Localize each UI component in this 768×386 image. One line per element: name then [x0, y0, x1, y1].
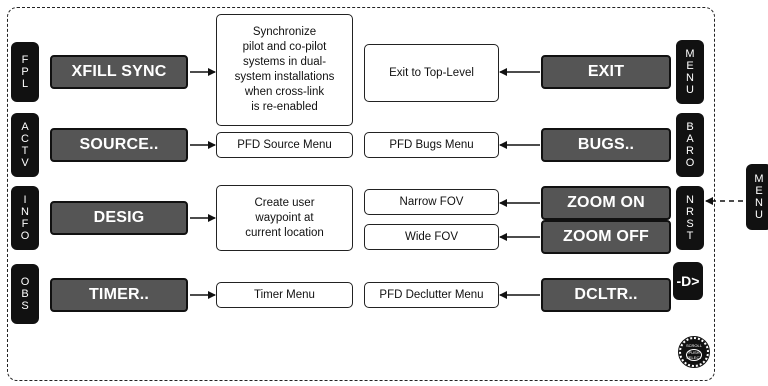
bezel-key-char: B	[686, 121, 694, 133]
description-dcltr: PFD Declutter Menu	[364, 282, 499, 308]
softkey-exit[interactable]: EXIT	[541, 55, 671, 89]
bezel-key-char: T	[686, 230, 694, 242]
softkey-label: DESIG	[93, 209, 145, 226]
bezel-key-char: R	[686, 206, 694, 218]
bezel-key-fpl[interactable]: F P L	[11, 42, 39, 102]
softkey-source[interactable]: SOURCE..	[50, 128, 188, 162]
bezel-key-char: S	[21, 300, 29, 312]
bezel-key-char: F	[21, 218, 29, 230]
softkey-bugs[interactable]: BUGS..	[541, 128, 671, 162]
bezel-key-char: F	[21, 54, 29, 66]
bezel-key-char: A	[686, 133, 694, 145]
description-bugs: PFD Bugs Menu	[364, 132, 499, 158]
softkey-label: ZOOM OFF	[562, 228, 650, 245]
bezel-key-baro[interactable]: B A R O	[676, 113, 704, 177]
softkey-label: ZOOM ON	[567, 194, 645, 211]
bezel-key-char: T	[21, 145, 29, 157]
knob-scroll-label: SCROLL	[685, 343, 702, 348]
external-menu-key[interactable]: M E N U	[746, 164, 768, 230]
description-source: PFD Source Menu	[216, 132, 353, 158]
description-xfill-sync: Synchronize pilot and co-pilot systems i…	[216, 14, 353, 126]
bezel-key-char: N	[21, 206, 29, 218]
bezel-key-char: E	[686, 60, 694, 72]
bezel-key-char: O	[20, 230, 30, 242]
softkey-label: XFILL SYNC	[71, 63, 167, 80]
bezel-key-char: P	[21, 66, 29, 78]
description-timer: Timer Menu	[216, 282, 353, 308]
softkey-label: BUGS..	[577, 136, 635, 153]
display-frame	[7, 7, 715, 381]
bezel-key-char: L	[21, 78, 29, 90]
description-desig: Create user waypoint at current location	[216, 185, 353, 251]
bezel-key-char: O	[685, 157, 695, 169]
softkey-desig[interactable]: DESIG	[50, 201, 188, 235]
softkey-zoom-on[interactable]: ZOOM ON	[541, 186, 671, 220]
direct-to-label: -D>	[676, 273, 700, 289]
bezel-key-char: O	[20, 276, 30, 288]
bezel-key-char: I	[23, 194, 27, 206]
bezel-key-char: U	[686, 84, 694, 96]
softkey-label: DCLTR..	[574, 286, 638, 303]
softkey-label: EXIT	[587, 63, 625, 80]
softkey-timer[interactable]: TIMER..	[50, 278, 188, 312]
bezel-key-char: N	[755, 197, 763, 209]
bezel-key-char: U	[755, 209, 763, 221]
bezel-key-char: V	[21, 157, 29, 169]
bezel-key-char: N	[686, 194, 694, 206]
description-zoom-off: Wide FOV	[364, 224, 499, 250]
bezel-key-char: E	[755, 185, 763, 197]
bezel-key-char: A	[21, 121, 29, 133]
bezel-key-char: B	[21, 288, 29, 300]
scroll-knob[interactable]: SCROLL PUSH SELECT	[678, 336, 710, 368]
softkey-zoom-off[interactable]: ZOOM OFF	[541, 220, 671, 254]
knob-push-button[interactable]: PUSH SELECT	[686, 349, 702, 361]
bezel-key-menu[interactable]: M E N U	[676, 40, 704, 104]
bezel-key-char: N	[686, 72, 694, 84]
bezel-key-nrst[interactable]: N R S T	[676, 186, 704, 250]
softkey-xfill-sync[interactable]: XFILL SYNC	[50, 55, 188, 89]
softkey-label: SOURCE..	[79, 136, 159, 153]
knob-push-label: PUSH	[688, 350, 700, 355]
direct-to-key[interactable]: -D>	[673, 262, 703, 300]
bezel-key-char: C	[21, 133, 29, 145]
bezel-key-char: R	[686, 145, 694, 157]
description-exit: Exit to Top-Level	[364, 44, 499, 102]
bezel-key-char: S	[686, 218, 694, 230]
knob-select-label: SELECT	[686, 355, 702, 360]
bezel-key-char: M	[685, 48, 695, 60]
bezel-key-char: M	[754, 173, 764, 185]
bezel-key-info[interactable]: I N F O	[11, 186, 39, 250]
bezel-key-obs[interactable]: O B S	[11, 264, 39, 324]
description-zoom-on: Narrow FOV	[364, 189, 499, 215]
softkey-dcltr[interactable]: DCLTR..	[541, 278, 671, 312]
softkey-label: TIMER..	[88, 286, 150, 303]
bezel-key-actv[interactable]: A C T V	[11, 113, 39, 177]
